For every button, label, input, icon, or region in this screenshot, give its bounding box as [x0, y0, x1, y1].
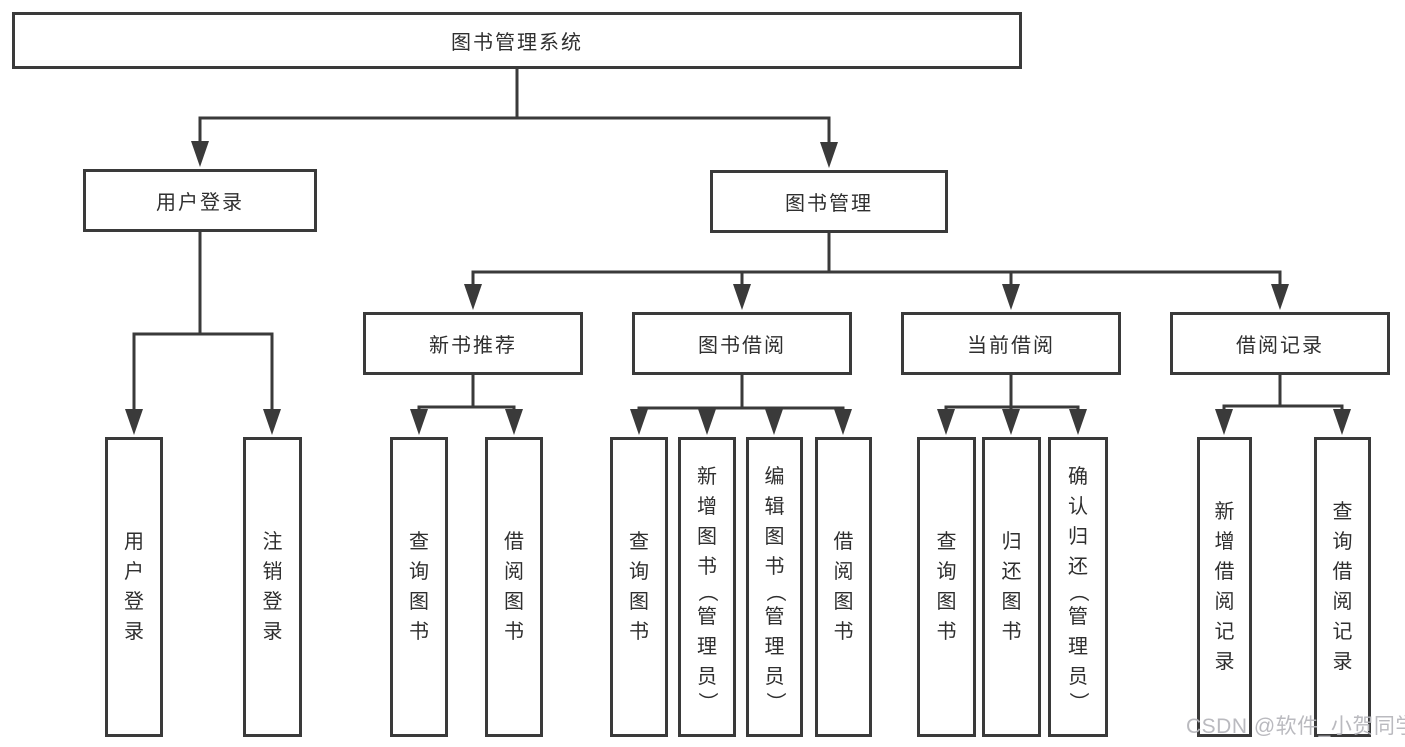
- node-add-book-admin: 新增图书（管理员）: [678, 437, 736, 737]
- node-borrow-records: 借阅记录: [1170, 312, 1390, 375]
- node-label: 用户登录: [156, 192, 244, 214]
- node-search-book-current: 查询图书: [917, 437, 976, 737]
- node-user-login-leaf: 用户登录: [105, 437, 163, 737]
- connector-book-management-children: [464, 233, 1289, 310]
- node-label: 查询图书: [629, 531, 649, 643]
- connector-current-borrow-children: [937, 375, 1087, 435]
- node-label: 查询图书: [936, 531, 957, 643]
- node-current-borrow: 当前借阅: [901, 312, 1121, 375]
- node-add-borrow-record: 新增借阅记录: [1197, 437, 1252, 737]
- node-label: 图书借阅: [698, 335, 786, 357]
- node-label: 归还图书: [1001, 531, 1022, 643]
- node-label: 借阅记录: [1236, 335, 1324, 357]
- node-search-book-borrow: 查询图书: [610, 437, 668, 737]
- node-label: 用户登录: [124, 531, 144, 643]
- node-new-book-recommend: 新书推荐: [363, 312, 583, 375]
- node-search-book-recommend: 查询图书: [390, 437, 448, 737]
- node-search-borrow-record: 查询借阅记录: [1314, 437, 1371, 737]
- node-label: 借阅图书: [833, 531, 854, 643]
- node-label: 新增借阅记录: [1214, 501, 1235, 673]
- node-label: 新书推荐: [429, 335, 517, 357]
- node-borrow-book-leaf: 借阅图书: [815, 437, 872, 737]
- connector-user-login-children: [125, 232, 281, 435]
- node-label: 新增图书（管理员）: [696, 466, 718, 712]
- node-book-management: 图书管理: [710, 170, 948, 233]
- connector-book-borrow-children: [630, 375, 852, 435]
- node-label: 注销登录: [262, 531, 283, 643]
- node-label: 借阅图书: [504, 531, 524, 643]
- node-label: 图书管理系统: [451, 32, 583, 54]
- connector-root-to-branches: [191, 68, 838, 168]
- connector-new-book-recommend-children: [410, 375, 523, 435]
- node-edit-book-admin: 编辑图书（管理员）: [746, 437, 803, 737]
- node-library-management-system: 图书管理系统: [12, 12, 1022, 69]
- node-user-login: 用户登录: [83, 169, 317, 232]
- node-label: 图书管理: [785, 193, 873, 215]
- node-label: 查询借阅记录: [1332, 501, 1353, 673]
- node-label: 确认归还（管理员）: [1067, 466, 1089, 712]
- node-label: 编辑图书（管理员）: [763, 466, 786, 712]
- node-return-book: 归还图书: [982, 437, 1041, 737]
- connector-borrow-records-children: [1215, 375, 1351, 435]
- node-logout-leaf: 注销登录: [243, 437, 302, 737]
- node-label: 当前借阅: [967, 335, 1055, 357]
- node-book-borrow: 图书借阅: [632, 312, 852, 375]
- node-label: 查询图书: [409, 531, 429, 643]
- node-borrow-book-recommend: 借阅图书: [485, 437, 543, 737]
- watermark-text: CSDN @软件_小贺同学: [1186, 715, 1405, 738]
- node-confirm-return-admin: 确认归还（管理员）: [1048, 437, 1108, 737]
